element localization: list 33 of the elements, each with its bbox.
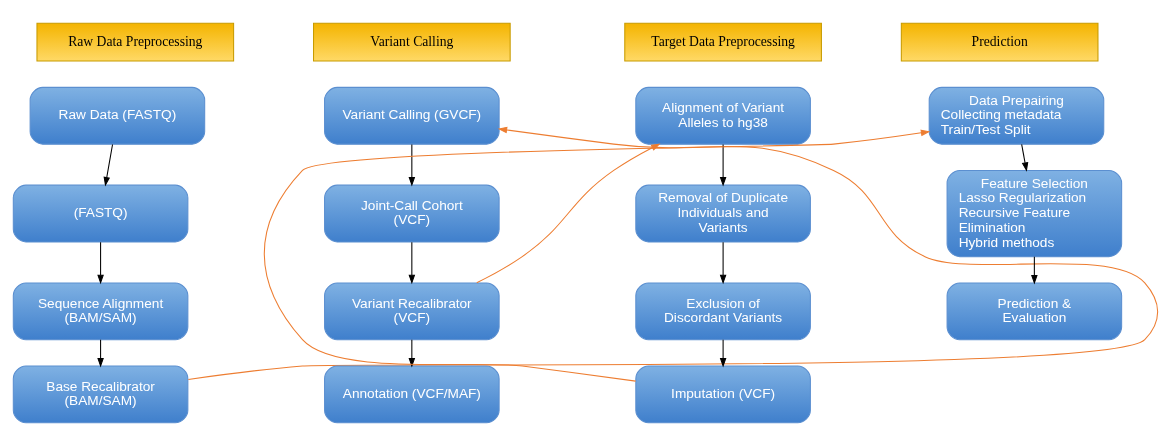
node-box: Removal of Duplicate Individuals and Variants <box>635 184 811 242</box>
node-box: Imputation (VCF) <box>635 365 811 423</box>
arrow <box>103 143 114 186</box>
node-box: Data Prepairing Collecting metadata Train/Test Split <box>928 86 1105 145</box>
arrow <box>408 143 416 186</box>
node-box: Variant Recalibrator (VCF) <box>324 281 500 340</box>
arrow <box>719 338 727 368</box>
arrow <box>476 142 661 283</box>
arrow <box>97 338 104 368</box>
node-box: Raw Data Preprocessing <box>36 22 235 62</box>
node-box: Exclusion of Discordant Variants <box>635 281 811 340</box>
arrow <box>719 241 727 284</box>
node-box: Base Recalibrator (BAM/SAM) <box>12 365 189 423</box>
node-box: Variant Calling <box>313 22 511 62</box>
node-box: Feature Selection Lasso Regularization Recursive Feature Elimination Hybrid methods <box>946 169 1123 257</box>
node-box: Raw Data (FASTQ) <box>29 86 206 145</box>
node-box: Alignment of Variant Alleles to hg38 <box>635 86 811 145</box>
node-box: Sequence Alignment (BAM/SAM) <box>12 281 189 340</box>
node-box: Annotation (VCF/MAF) <box>324 365 500 423</box>
arrow <box>719 143 727 186</box>
arrow <box>97 241 104 284</box>
node-box: Target Data Preprocessing <box>624 22 822 62</box>
arrow <box>408 338 416 368</box>
node-box: Prediction <box>900 22 1099 62</box>
arrow <box>187 126 1159 380</box>
arrow <box>408 241 416 284</box>
arrow <box>1031 255 1038 284</box>
arrow <box>1021 143 1029 172</box>
node-box: Variant Calling (GVCF) <box>324 86 500 145</box>
node-box: Prediction & Evaluation <box>946 281 1123 340</box>
node-box: Joint-Call Cohort (VCF) <box>324 184 500 242</box>
node-box: (FASTQ) <box>12 184 189 242</box>
arrow <box>263 129 931 382</box>
